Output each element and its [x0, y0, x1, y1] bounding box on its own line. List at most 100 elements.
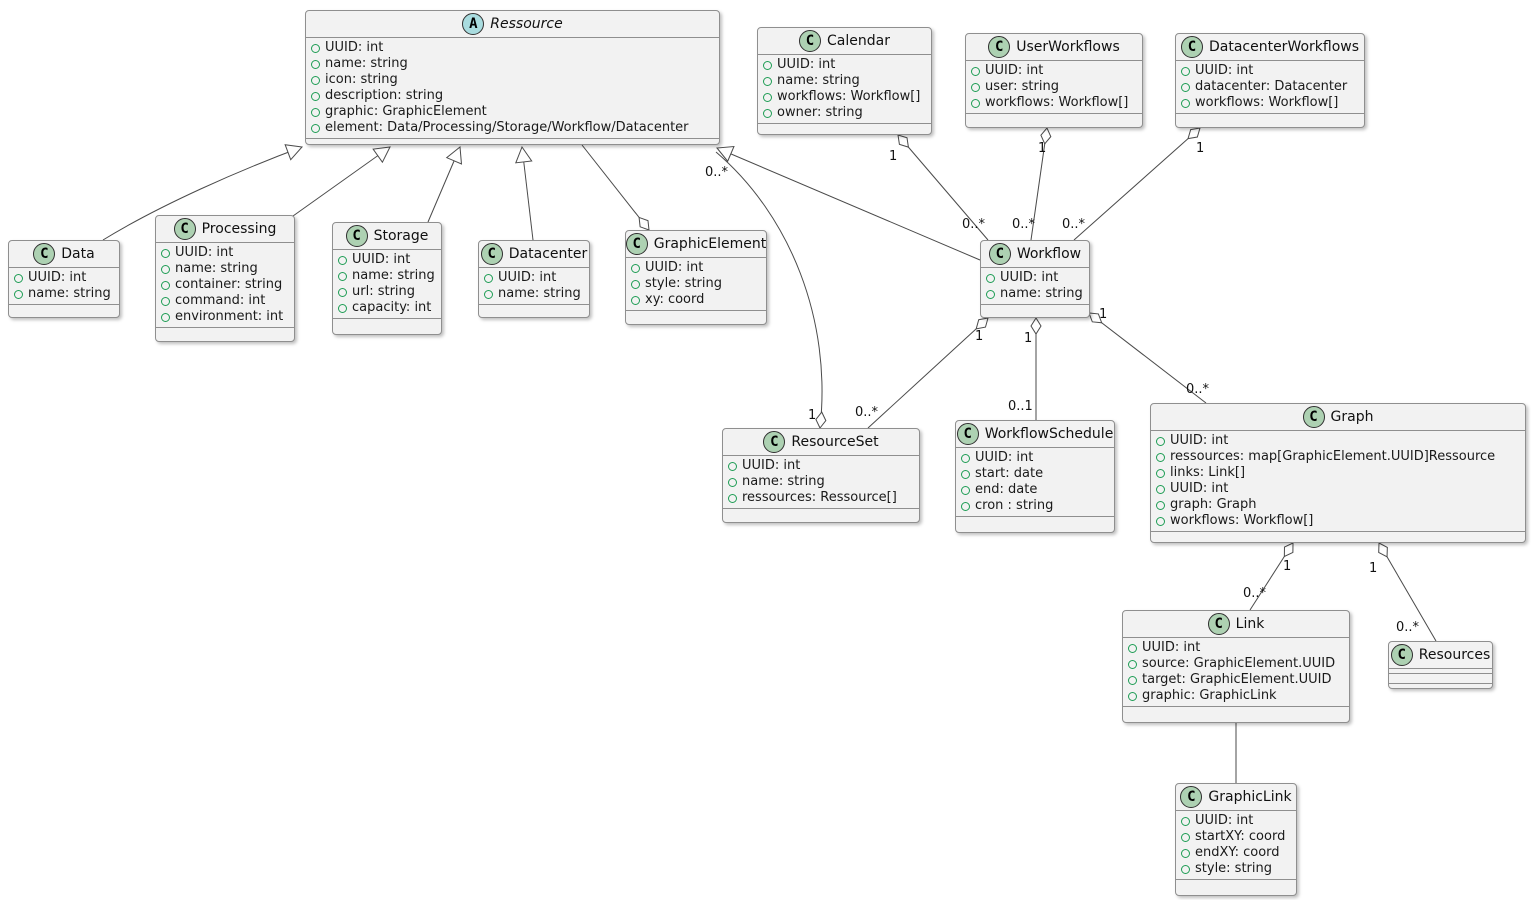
field-visibility-icon — [14, 289, 23, 299]
field-visibility-icon — [1128, 691, 1137, 701]
field-visibility-icon — [338, 303, 347, 313]
field-visibility-icon — [971, 98, 980, 108]
empty-compartment — [1389, 673, 1492, 683]
edge-agg-datacenterworkflows-workflow — [1073, 127, 1201, 241]
field-visibility-icon — [1156, 452, 1165, 462]
edge-agg-graph-resources — [1378, 542, 1437, 642]
class-icon: C — [33, 243, 56, 265]
class-attribute: workflows: Workflow[] — [763, 89, 925, 105]
class-icon: C — [1302, 406, 1325, 428]
class-attribute: UUID: int — [484, 270, 583, 286]
attribute-text: graphic: GraphicLink — [1142, 688, 1277, 703]
edge-agg-ressource-graphicelement — [581, 144, 650, 231]
class-attribute: name: string — [161, 261, 288, 277]
generalization-arrow-gen-datacenter-ressource — [515, 145, 533, 164]
class-attribute: ressources: map[GraphicElement.UUID]Ress… — [1156, 449, 1519, 465]
class-title: DatacenterWorkflows — [1208, 39, 1360, 55]
attribute-text: name: string — [28, 286, 111, 301]
attribute-text: style: string — [645, 276, 723, 291]
attribute-text: user: string — [985, 79, 1059, 94]
class-attribute: user: string — [971, 79, 1136, 95]
field-visibility-icon — [961, 469, 970, 479]
class-attribute: name: string — [986, 286, 1083, 302]
field-visibility-icon — [961, 453, 970, 463]
class-icon: C — [173, 218, 196, 240]
class-attribute: capacity: int — [338, 300, 435, 316]
attribute-text: target: GraphicElement.UUID — [1142, 672, 1332, 687]
field-visibility-icon — [161, 264, 170, 274]
edge-agg-workflow-resourceset — [867, 317, 989, 429]
aggregation-diamond-agg-userworkflows-workflow — [1040, 127, 1052, 145]
edge-agg-workflow-graph — [1088, 312, 1207, 404]
class-attribute: startXY: coord — [1181, 829, 1290, 845]
attribute-text: start: date — [975, 466, 1044, 481]
multiplicity-label: 1 — [1099, 307, 1107, 322]
attribute-text: xy: coord — [645, 292, 705, 307]
field-visibility-icon — [161, 296, 170, 306]
class-attribute: name: string — [763, 73, 925, 89]
methods-compartment — [306, 138, 719, 144]
field-visibility-icon — [1156, 516, 1165, 526]
field-visibility-icon — [484, 273, 493, 283]
class-title: GraphicElement — [653, 236, 767, 252]
aggregation-diamond-agg-workflow-workflowschedule — [1030, 317, 1042, 335]
field-visibility-icon — [1156, 484, 1165, 494]
generalization-arrow-gen-storage-ressource — [445, 146, 463, 165]
class-attribute: UUID: int — [631, 260, 760, 276]
attribute-text: cron : string — [975, 498, 1054, 513]
class-attribute: name: string — [338, 268, 435, 284]
class-attribute: element: Data/Processing/Storage/Workflo… — [311, 120, 713, 136]
class-attribute: links: Link[] — [1156, 465, 1519, 481]
class-attribute: UUID: int — [14, 270, 113, 286]
attribute-text: UUID: int — [28, 270, 87, 285]
field-visibility-icon — [971, 66, 980, 76]
class-attribute: UUID: int — [971, 63, 1136, 79]
multiplicity-label: 0..* — [1012, 217, 1036, 232]
attribute-text: name: string — [352, 268, 435, 283]
attribute-text: UUID: int — [1170, 433, 1229, 448]
class-attribute: name: string — [311, 56, 713, 72]
attribute-text: UUID: int — [645, 260, 704, 275]
class-attribute: style: string — [631, 276, 760, 292]
class-attribute: end: date — [961, 482, 1108, 498]
multiplicity-label: 0..* — [1062, 217, 1086, 232]
class-title: Workflow — [1016, 246, 1082, 262]
attribute-text: element: Data/Processing/Storage/Workflo… — [325, 120, 689, 135]
attribute-text: graph: Graph — [1170, 497, 1257, 512]
aggregation-diamond-agg-graph-link — [1283, 542, 1294, 558]
class-attribute: start: date — [961, 466, 1108, 482]
class-attribute: command: int — [161, 293, 288, 309]
edge-gen-processing-ressource — [292, 146, 391, 217]
attribute-text: source: GraphicElement.UUID — [1142, 656, 1336, 671]
field-visibility-icon — [1128, 643, 1137, 653]
class-attribute: description: string — [311, 88, 713, 104]
field-visibility-icon — [1156, 500, 1165, 510]
field-visibility-icon — [971, 82, 980, 92]
field-visibility-icon — [311, 75, 320, 85]
methods-compartment — [479, 304, 589, 317]
class-attribute: icon: string — [311, 72, 713, 88]
class-title: Resources — [1418, 647, 1491, 663]
methods-compartment — [156, 327, 294, 341]
field-visibility-icon — [311, 107, 320, 117]
attribute-text: UUID: int — [1195, 63, 1254, 78]
generalization-arrow-gen-data-ressource — [284, 144, 303, 161]
class-attribute: cron : string — [961, 498, 1108, 514]
